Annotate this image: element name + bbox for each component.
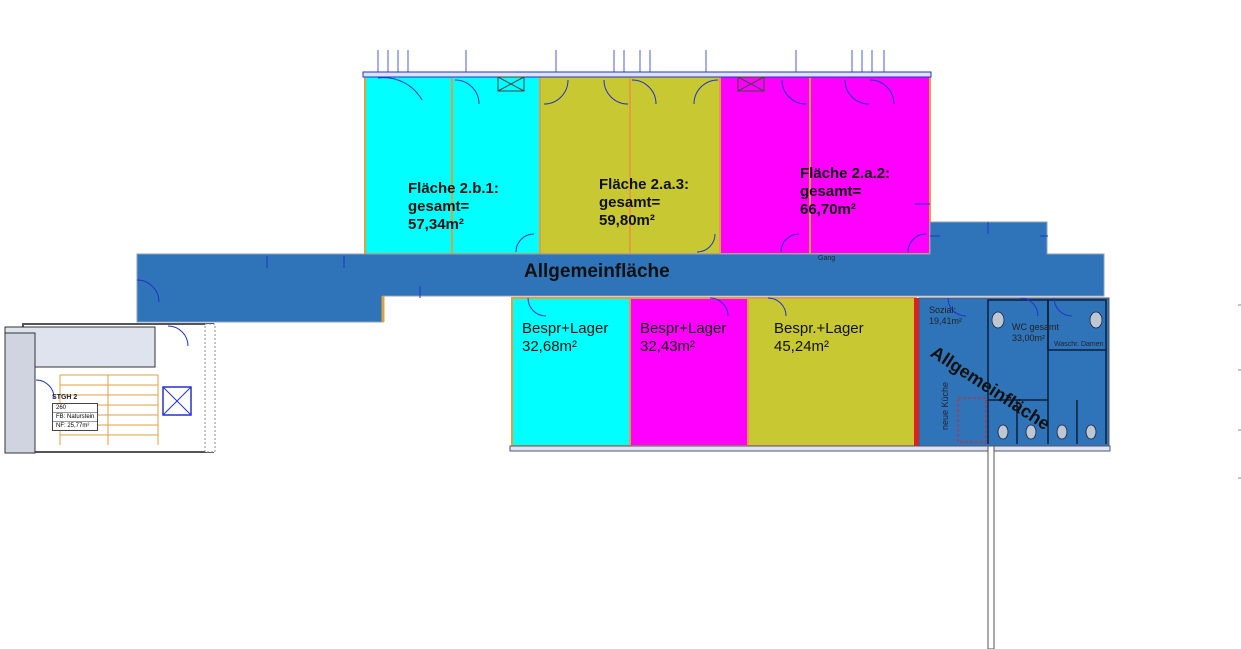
neue-kueche-label: neue Küche bbox=[940, 381, 950, 430]
zone-2b1-label: Fläche 2.b.1: gesamt= 57,34m² bbox=[408, 180, 499, 234]
room-3-area: 45,24m² bbox=[774, 338, 830, 355]
zone-2a2-gesamt: gesamt= bbox=[800, 183, 862, 200]
sozial-name: Sozial: bbox=[929, 305, 957, 315]
corridor-label: Allgemeinfläche bbox=[524, 261, 670, 282]
room-3-fill bbox=[747, 297, 917, 447]
wc-name: WC gesamt bbox=[1012, 322, 1060, 332]
zone-2b1-title: Fläche 2.b.1: bbox=[408, 180, 499, 197]
stairwell-code: 260 bbox=[53, 404, 97, 413]
room-1-label: Bespr+Lager 32,68m² bbox=[522, 320, 608, 356]
zone-2a3-label: Fläche 2.a.3: gesamt= 59,80m² bbox=[599, 176, 689, 230]
zone-2a3-area: 59,80m² bbox=[599, 212, 655, 229]
zone-2b1-area: 57,34m² bbox=[408, 216, 464, 233]
sozial-label: Sozial: 19,41m² bbox=[929, 305, 962, 327]
zone-2a2-label: Fläche 2.a.2: gesamt= 66,70m² bbox=[800, 165, 890, 219]
corridor-fill bbox=[136, 221, 1105, 323]
waschr-label: Waschr. Damen bbox=[1054, 341, 1104, 348]
stairwell-name: STGH 2 bbox=[52, 394, 78, 401]
sozial-area: 19,41m² bbox=[929, 315, 963, 326]
red-wall bbox=[914, 298, 919, 446]
wc-area: 33,00m² bbox=[1012, 332, 1046, 343]
room-2-name: Bespr+Lager bbox=[640, 320, 727, 337]
gang-label: Gang bbox=[818, 255, 836, 262]
room-2-area: 32,43m² bbox=[640, 338, 696, 355]
zone-2a2-area: 66,70m² bbox=[800, 201, 856, 218]
stairwell-nf: NF: 25,77m² bbox=[53, 422, 97, 430]
zone-2a2-fill bbox=[719, 75, 931, 255]
room-1-area: 32,68m² bbox=[522, 338, 578, 355]
room-3-name: Bespr.+Lager bbox=[774, 320, 864, 337]
stairwell-fb: FB: Naturstein bbox=[53, 413, 97, 422]
room-2-label: Bespr+Lager 32,43m² bbox=[640, 320, 726, 356]
zone-2a3-title: Fläche 2.a.3: bbox=[599, 176, 690, 193]
room-3-label: Bespr.+Lager 45,24m² bbox=[774, 320, 864, 356]
room-1-name: Bespr+Lager bbox=[522, 320, 609, 337]
zone-2b1-gesamt: gesamt= bbox=[408, 198, 470, 215]
wc-label: WC gesamt 33,00m² bbox=[1012, 322, 1059, 344]
stairwell-info-box: 260 FB: Naturstein NF: 25,77m² bbox=[52, 403, 98, 431]
stairwell-nf-value: 25,77m² bbox=[67, 423, 90, 429]
stairwell-nf-label: NF: bbox=[56, 423, 66, 429]
zone-2a3-gesamt: gesamt= bbox=[599, 194, 661, 211]
zone-2a2-title: Fläche 2.a.2: bbox=[800, 165, 891, 182]
